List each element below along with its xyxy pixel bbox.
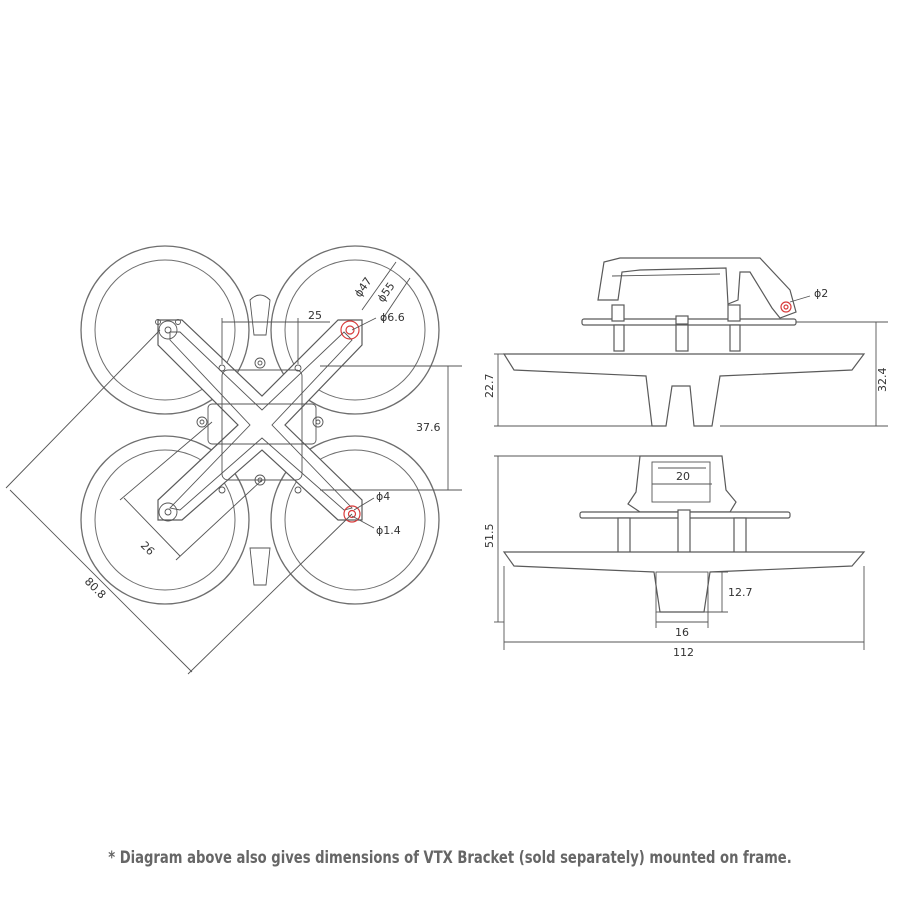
- duct-top-left: [80, 245, 250, 415]
- svg-text:ϕ2: ϕ2: [814, 287, 828, 300]
- rear-tab: [249, 547, 271, 586]
- svg-text:12.7: 12.7: [728, 586, 753, 599]
- svg-text:51.5: 51.5: [483, 524, 496, 549]
- svg-text:22.7: 22.7: [483, 374, 496, 399]
- dim-112: 112: [503, 566, 865, 659]
- duct-profile-front: [502, 551, 866, 613]
- svg-text:ϕ1.4: ϕ1.4: [376, 524, 401, 537]
- svg-text:32.4: 32.4: [876, 368, 889, 393]
- svg-text:ϕ47: ϕ47: [352, 275, 375, 300]
- dim-d4: ϕ4: [353, 490, 390, 511]
- motor-mount-bottom-left: [158, 502, 178, 522]
- front-tab: [249, 294, 271, 336]
- dim-51-5: 51.5: [483, 455, 640, 623]
- svg-text:112: 112: [673, 646, 694, 659]
- svg-text:26: 26: [138, 539, 157, 558]
- side-view: 22.7 32.4 ϕ2: [483, 257, 889, 427]
- top-view: 25 37.6 26 80.8 ϕ47 ϕ55: [5, 245, 462, 675]
- dim-37-6: 37.6: [320, 365, 462, 491]
- dim-d66: ϕ6.6: [351, 311, 405, 331]
- svg-text:37.6: 37.6: [416, 421, 441, 434]
- dim-16: 16: [655, 612, 709, 639]
- vtx-bracket-side: [597, 257, 797, 319]
- duct-top-right: [270, 245, 440, 415]
- motor-mount-top-left: [155, 319, 181, 340]
- stack-screws: [196, 357, 324, 494]
- svg-text:ϕ4: ϕ4: [376, 490, 390, 503]
- svg-text:25: 25: [308, 309, 322, 322]
- dim-d14: ϕ1.4: [351, 515, 401, 537]
- standoffs-front: [617, 509, 747, 555]
- hole-d2: [780, 301, 792, 313]
- dim-20: 20: [652, 470, 712, 485]
- duct-profile-side: [502, 353, 866, 427]
- front-view: 20 51.5 12.7 16 112: [483, 455, 866, 659]
- dim-25: 25: [221, 309, 330, 364]
- footnote: * Diagram above also gives dimensions of…: [108, 848, 792, 868]
- svg-text:ϕ6.6: ϕ6.6: [380, 311, 405, 324]
- x-frame: [157, 319, 363, 521]
- dim-d2: ϕ2: [789, 287, 828, 303]
- dim-22-7: 22.7: [483, 353, 660, 427]
- duct-bottom-right: [270, 435, 440, 605]
- svg-text:20: 20: [676, 470, 690, 483]
- svg-text:16: 16: [675, 626, 689, 639]
- duct-bottom-left: [80, 435, 250, 605]
- dim-12-7: 12.7: [706, 571, 753, 613]
- motor-mount-bottom-right: [343, 505, 361, 523]
- dim-32-4: 32.4: [720, 321, 889, 427]
- standoffs-side: [611, 304, 741, 352]
- motor-mount-top-right: [340, 320, 360, 340]
